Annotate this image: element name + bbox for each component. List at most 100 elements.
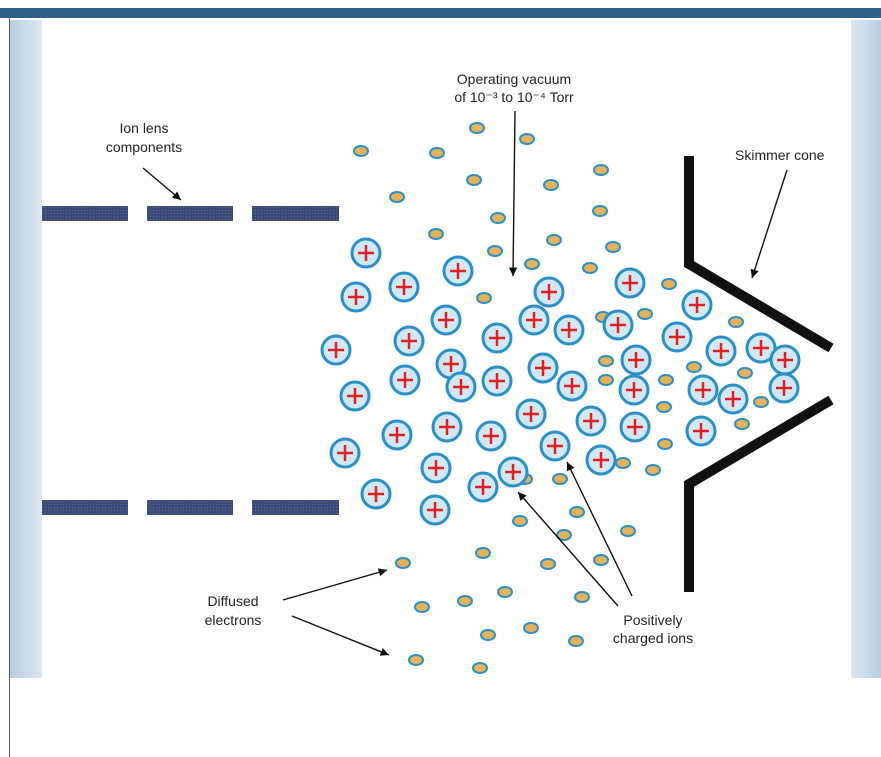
label-positive-line1: Positively	[623, 612, 682, 628]
electron-icon	[592, 205, 608, 217]
positive-ion-icon	[769, 344, 801, 376]
label-diffused-line2: electrons	[205, 612, 262, 628]
positive-ion-icon	[388, 271, 420, 303]
positive-ion-icon	[527, 352, 559, 384]
arrow-ion-2	[566, 461, 633, 597]
positive-ion-icon	[329, 437, 361, 469]
electrons-group	[353, 122, 769, 674]
positive-ion-icon	[533, 276, 565, 308]
positive-ion-icon	[717, 383, 749, 415]
top-banner-stripe	[0, 8, 881, 18]
label-vacuum-line2: of 10⁻³ to 10⁻⁴ Torr	[454, 89, 574, 105]
background-gradient-left	[10, 20, 42, 678]
electron-icon	[569, 506, 585, 518]
skimmer-cone-top	[684, 156, 834, 353]
electron-icon	[353, 145, 369, 157]
positive-ion-icon	[618, 374, 650, 406]
positive-ion-icon	[497, 456, 529, 488]
positive-ion-icon	[585, 444, 617, 476]
positive-ion-icon	[475, 420, 507, 452]
positive-ion-icon	[419, 494, 451, 526]
positive-ion-icon	[518, 304, 550, 336]
arrow-ion-lens	[142, 167, 182, 201]
skimmer-cone-bottom	[684, 395, 834, 592]
electron-icon	[598, 355, 614, 367]
electron-icon	[546, 234, 562, 246]
electron-icon	[519, 133, 535, 145]
positive-ion-icon	[420, 452, 452, 484]
electron-icon	[490, 212, 506, 224]
electron-icon	[469, 122, 485, 134]
electron-icon	[497, 586, 513, 598]
electron-icon	[661, 278, 677, 290]
electron-icon	[656, 401, 672, 413]
electron-icon	[568, 635, 584, 647]
label-ion-lens-line2: components	[106, 139, 182, 155]
positive-ion-icon	[445, 371, 477, 403]
electron-icon	[475, 547, 491, 559]
arrow-skimmer	[750, 169, 788, 279]
positive-ion-icon	[481, 365, 513, 397]
electron-icon	[429, 147, 445, 159]
positive-ion-icon	[745, 332, 777, 364]
skimmer-cone	[684, 156, 834, 592]
positive-ion-icon	[685, 415, 717, 447]
electron-icon	[540, 558, 556, 570]
positive-ion-icon	[481, 322, 513, 354]
positive-ion-icon	[539, 430, 571, 462]
electron-icon	[389, 191, 405, 203]
positive-ion-icon	[467, 471, 499, 503]
electron-icon	[728, 316, 744, 328]
label-diffused-line1: Diffused	[207, 593, 258, 609]
label-ion-lens-line1: Ion lens	[119, 120, 168, 136]
electron-icon	[737, 367, 753, 379]
label-positive-line2: charged ions	[613, 630, 693, 646]
electron-icon	[593, 554, 609, 566]
electron-icon	[658, 374, 674, 386]
electron-icon	[512, 515, 528, 527]
positive-ion-icon	[393, 325, 425, 357]
positive-ion-icon	[687, 374, 719, 406]
positive-ion-icon	[619, 411, 651, 443]
positive-ion-icon	[575, 405, 607, 437]
callout-arrows	[142, 110, 788, 656]
positive-ion-icon	[620, 344, 652, 376]
positive-ion-icon	[320, 334, 352, 366]
arrow-electron-1	[282, 568, 388, 601]
electron-icon	[487, 245, 503, 257]
electron-icon	[414, 601, 430, 613]
electron-icon	[466, 174, 482, 186]
arrow-electron-2	[291, 615, 390, 656]
ion-lens-components	[42, 206, 339, 515]
arrow-ion-1	[517, 491, 619, 607]
positive-ion-icon	[340, 281, 372, 313]
ion-lens-top-3	[252, 206, 339, 221]
label-skimmer-cone: Skimmer cone	[735, 147, 825, 163]
label-vacuum-line1: Operating vacuum	[457, 71, 571, 87]
positive-ion-icon	[768, 372, 800, 404]
electron-icon	[620, 525, 636, 537]
positive-ion-icon	[431, 411, 463, 443]
ion-lens-top-1	[42, 206, 128, 221]
ion-lens-bottom-2	[147, 500, 233, 515]
background-gradient-right	[851, 20, 881, 678]
positive-ion-icon	[705, 335, 737, 367]
electron-icon	[523, 622, 539, 634]
electron-icon	[593, 164, 609, 176]
electron-icon	[686, 361, 702, 373]
positive-ion-icon	[681, 289, 713, 321]
electron-icon	[637, 308, 653, 320]
ions-group	[320, 237, 801, 526]
electron-icon	[457, 595, 473, 607]
electron-icon	[556, 529, 572, 541]
electron-icon	[524, 258, 540, 270]
electron-icon	[552, 473, 568, 485]
positive-ion-icon	[515, 398, 547, 430]
electron-icon	[645, 464, 661, 476]
electron-icon	[605, 241, 621, 253]
electron-icon	[428, 228, 444, 240]
electron-icon	[734, 418, 750, 430]
electron-icon	[395, 557, 411, 569]
electron-icon	[472, 662, 488, 674]
positive-ion-icon	[661, 321, 693, 353]
